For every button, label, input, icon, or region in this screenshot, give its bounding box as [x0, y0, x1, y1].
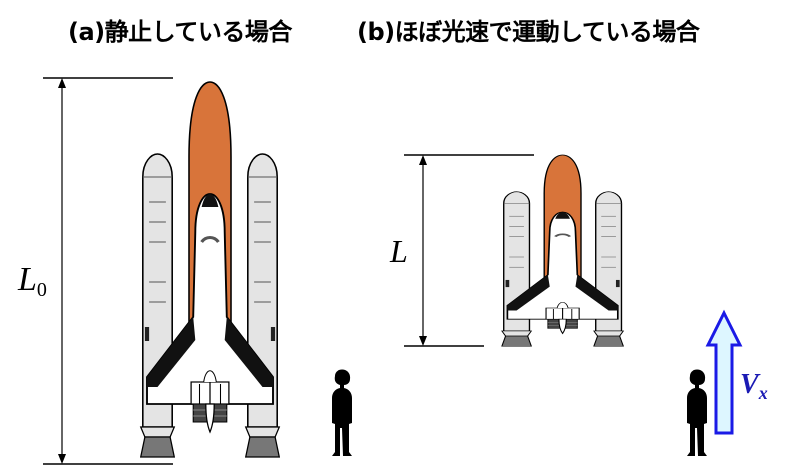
velocity-subscript: x — [758, 383, 768, 403]
proper-length-arrowhead-bottom — [58, 454, 66, 464]
velocity-label: Vx — [740, 369, 768, 403]
up-arrow-icon — [705, 309, 743, 435]
stationary-caption: (a)静止している場合 — [68, 18, 292, 46]
standing-person-icon — [332, 369, 352, 456]
stationary-frame: L0 — [17, 77, 352, 465]
contracted-length-arrowhead-top — [419, 155, 427, 165]
space-shuttle-icon — [139, 80, 281, 459]
proper-length-arrowhead-top — [58, 78, 66, 88]
proper-length-label: L0 — [17, 261, 47, 301]
contracted-length-arrowhead-bottom — [419, 336, 427, 346]
standing-person-icon — [687, 369, 707, 456]
contracted-length-label: L — [389, 233, 408, 269]
moving-frame: L Vx — [389, 153, 768, 456]
proper-length-subscript: 0 — [37, 279, 47, 301]
space-shuttle-icon — [500, 153, 625, 348]
moving-caption: (b)ほぼ光速で運動している場合 — [357, 18, 700, 46]
